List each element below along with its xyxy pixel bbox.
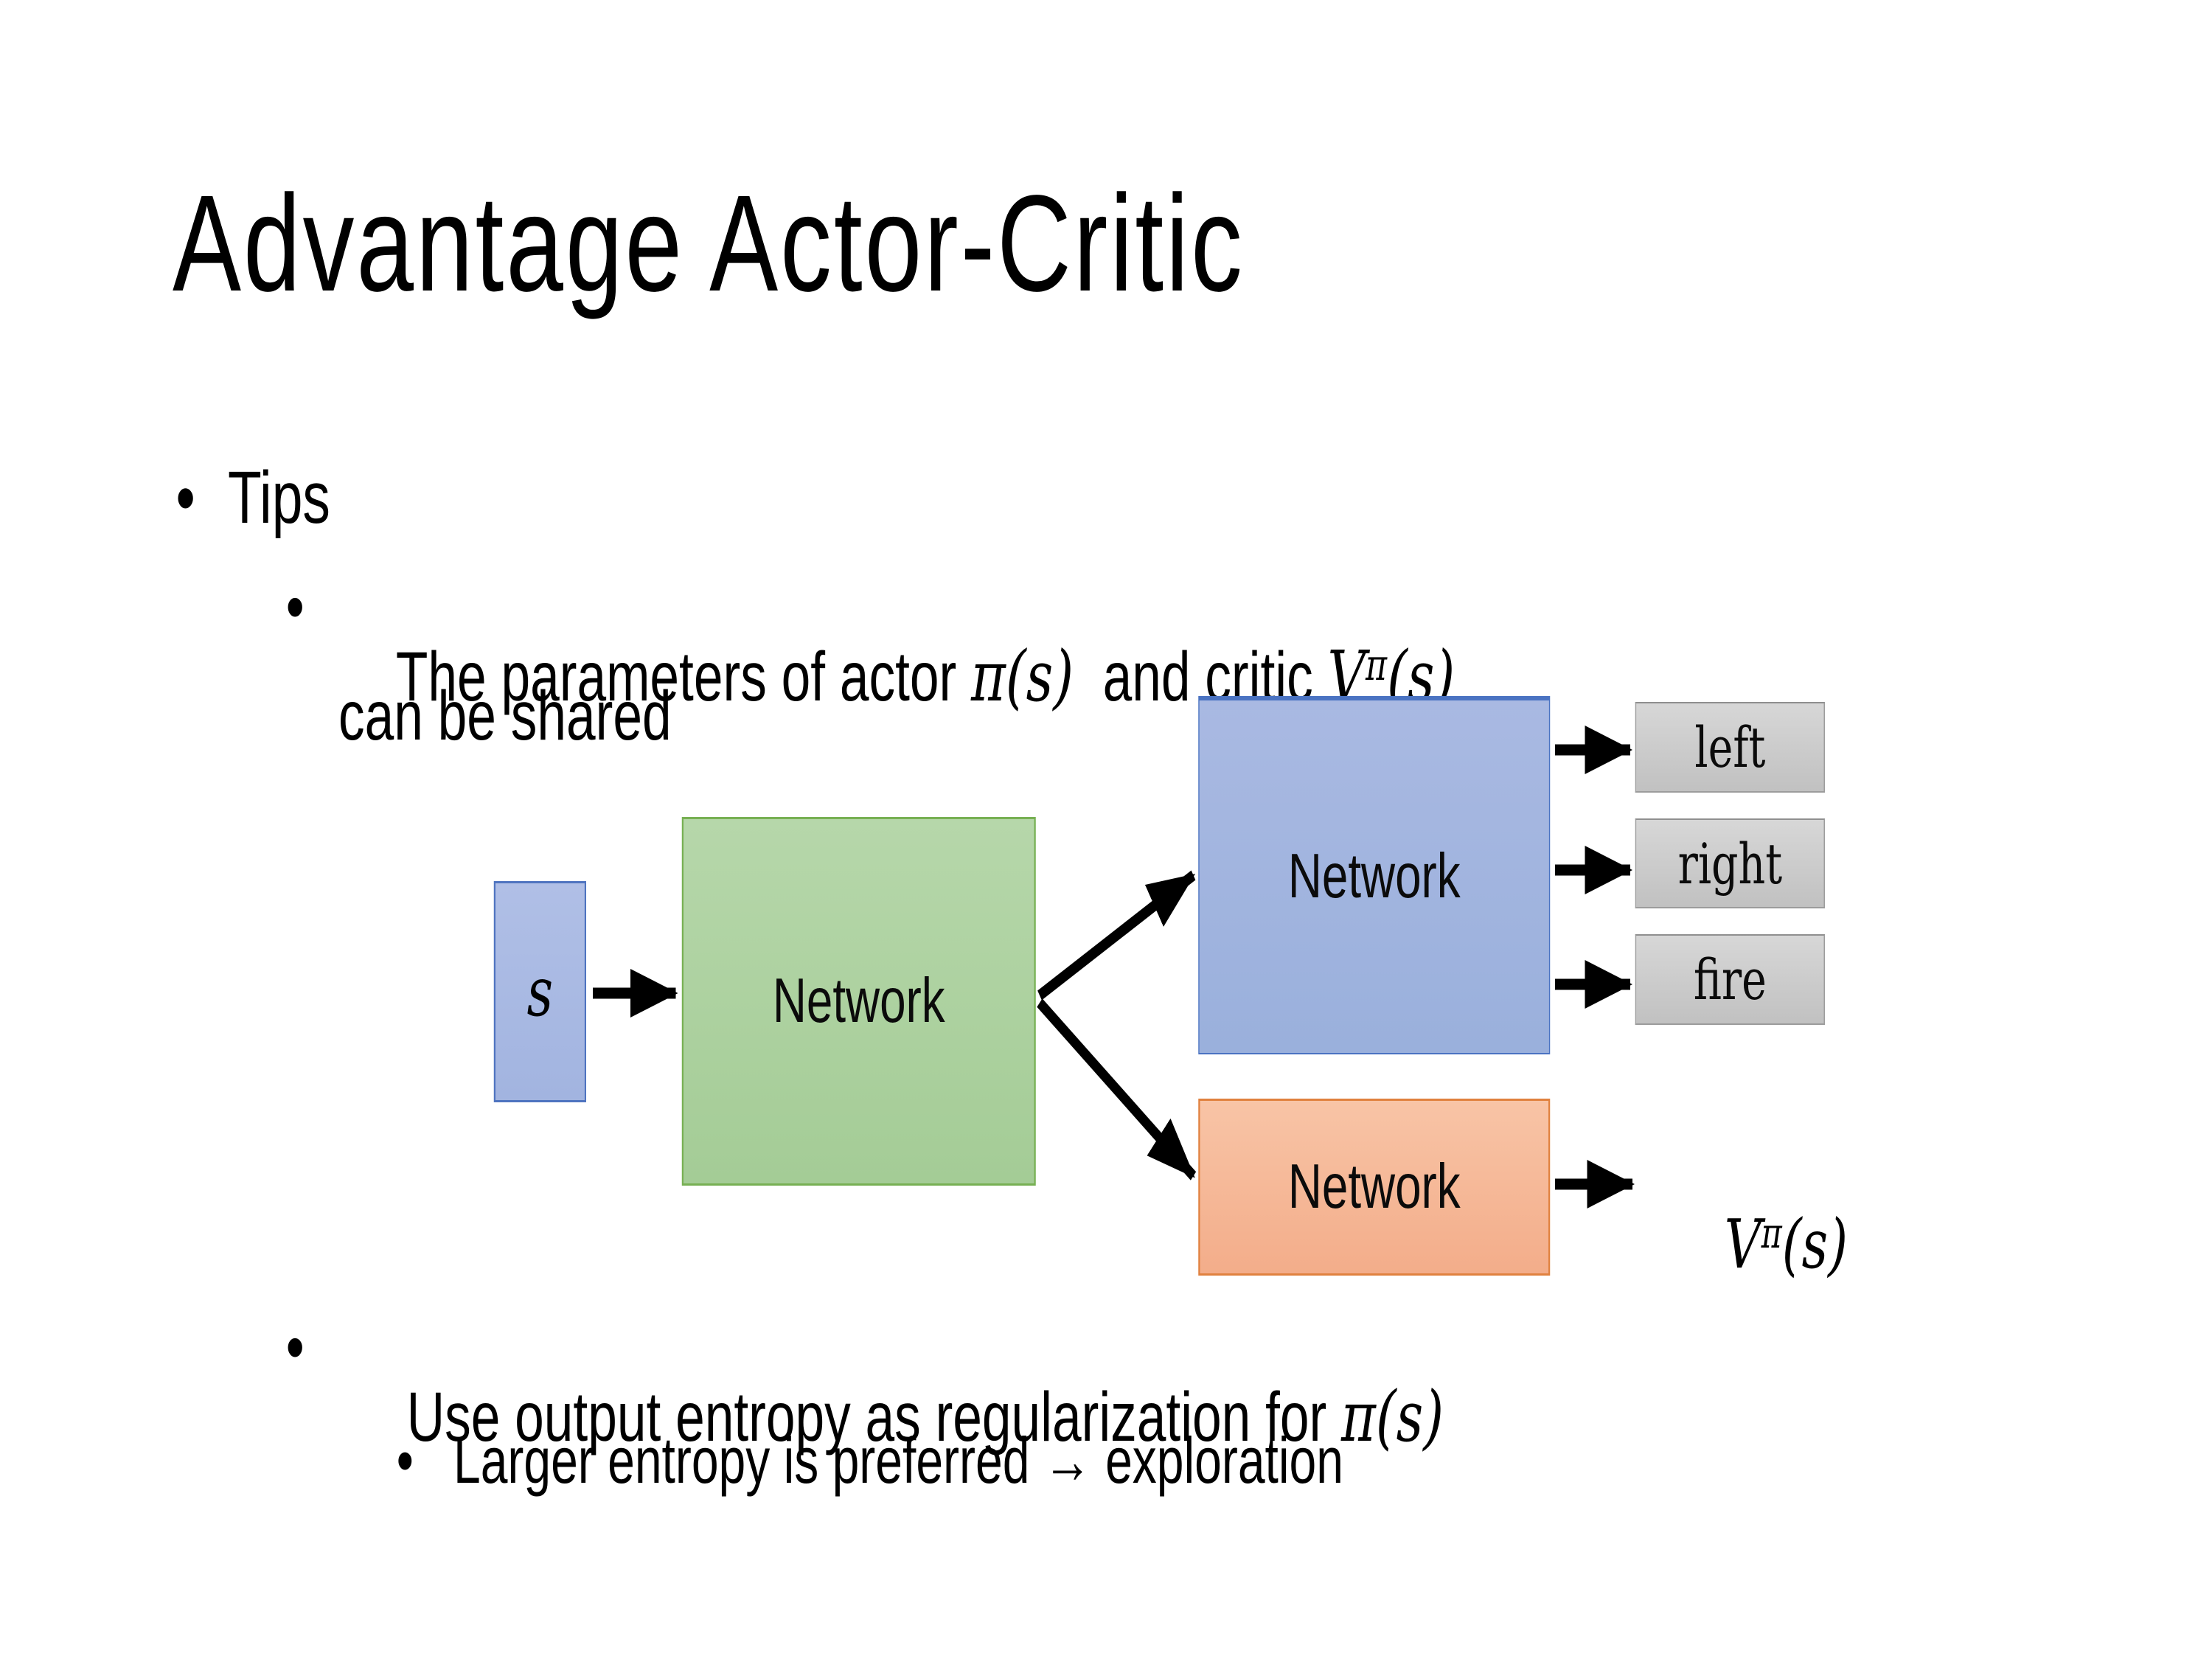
- actor-network-label: Network: [1287, 841, 1461, 911]
- shared-tip-text-pre: The parameters of actor: [395, 638, 972, 716]
- critic-output-v: V: [1724, 1205, 1761, 1284]
- critic-output-args: (s): [1781, 1205, 1848, 1284]
- state-label: s: [526, 952, 554, 1032]
- entropy-tip-text: Use output entropy as regularization for: [406, 1378, 1342, 1456]
- action-box-right: right: [1635, 818, 1825, 908]
- bullet-dot: •: [285, 568, 305, 646]
- entropy-tip-line: Use output entropy as regularization for…: [349, 1312, 1444, 1523]
- arrow-shared-to-critic: [1037, 998, 1197, 1180]
- action-box-fire: fire: [1635, 934, 1825, 1025]
- critic-output-label: Vπ(s): [1640, 1143, 1848, 1346]
- actor-network-box: Network: [1198, 696, 1551, 1054]
- critic-network-label: Network: [1287, 1152, 1461, 1222]
- action-label-left: left: [1694, 714, 1766, 780]
- critic-network-box: Network: [1198, 1099, 1551, 1276]
- shared-network-box: Network: [681, 817, 1036, 1186]
- action-label-fire: fire: [1693, 947, 1767, 1012]
- shared-network-label: Network: [772, 966, 945, 1036]
- action-label-right: right: [1677, 830, 1783, 897]
- exploration-tip-line: Larger entropy is preferred → exploratio…: [453, 1424, 1343, 1497]
- tips-label: Tips: [228, 456, 330, 539]
- bullet-dot: •: [175, 456, 195, 539]
- bullet-dot: •: [396, 1424, 414, 1497]
- inline-math-pi-s: π(s): [1341, 1377, 1444, 1458]
- arrow-shared-to-actor: [1037, 870, 1196, 1001]
- state-input-box: s: [493, 881, 586, 1102]
- action-box-left: left: [1635, 702, 1825, 793]
- critic-output-pi-sup: π: [1761, 1208, 1782, 1258]
- bullet-dot: •: [285, 1308, 305, 1386]
- inline-math-critic-pi-sup: π: [1365, 639, 1388, 690]
- shared-tip-line2: can be shared: [338, 677, 672, 755]
- inline-math-actor-pi-s: π(s): [971, 636, 1074, 717]
- page-title: Advantage Actor-Critic: [173, 167, 1245, 320]
